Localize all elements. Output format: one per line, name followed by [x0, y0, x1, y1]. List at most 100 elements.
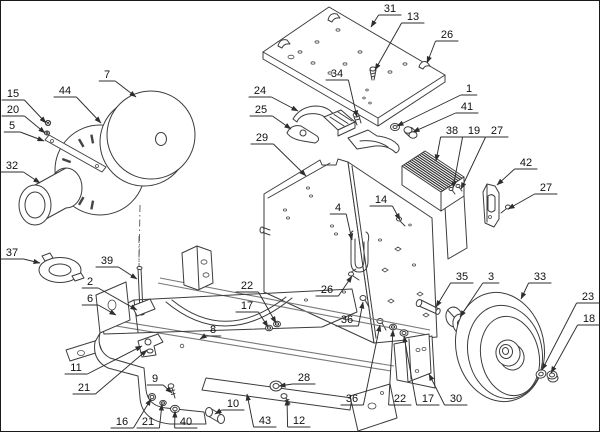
- callout-32: 32: [0, 160, 41, 184]
- strap-screws: [43, 119, 52, 136]
- callout-22: 22: [235, 280, 277, 324]
- rear-bracket: [181, 245, 214, 291]
- callout-label: 22: [241, 280, 253, 292]
- callout-label: 35: [456, 271, 468, 283]
- mount-ring: [38, 252, 85, 283]
- callout-label: 16: [116, 416, 128, 428]
- callout-40: 40: [172, 410, 198, 429]
- washer-1: [390, 123, 400, 131]
- latch-assembly: [286, 105, 418, 154]
- callout-12: 12: [284, 398, 311, 428]
- side-stud: [259, 226, 271, 236]
- callout-36: 36: [335, 301, 365, 327]
- callout-label: 41: [461, 101, 473, 113]
- callout-label: 1: [466, 83, 472, 95]
- callout-17: 17: [235, 300, 269, 328]
- callout-30: 30: [428, 373, 468, 406]
- callout-28: 28: [278, 372, 316, 388]
- callout-label: 6: [87, 293, 93, 305]
- callout-1: 1: [396, 83, 478, 127]
- callout-20: 20: [1, 104, 46, 134]
- callout-4: 4: [329, 202, 354, 241]
- plate-screw: [362, 66, 377, 105]
- callout-36: 36: [340, 324, 382, 406]
- callout-label: 28: [298, 372, 310, 384]
- callout-label: 24: [254, 85, 266, 97]
- callout-3: 3: [459, 271, 500, 318]
- callout-label: 18: [583, 313, 595, 325]
- callout-label: 37: [6, 247, 18, 259]
- callout-label: 10: [227, 398, 239, 410]
- callout-26: 26: [315, 275, 353, 297]
- callout-label: 33: [534, 271, 546, 283]
- callout-label: 20: [7, 104, 19, 116]
- callout-43: 43: [245, 393, 277, 428]
- callout-label: 12: [293, 415, 305, 427]
- callout-22: 22: [388, 329, 412, 406]
- callout-39: 39: [95, 255, 138, 280]
- callout-label: 5: [9, 120, 15, 132]
- callout-15: 15: [1, 88, 47, 124]
- callout-5: 5: [3, 120, 45, 142]
- flywheel: [99, 90, 196, 187]
- callout-label: 7: [104, 69, 110, 81]
- callout-25: 25: [249, 104, 292, 130]
- callout-34: 34: [325, 68, 359, 118]
- callout-label: 36: [341, 314, 353, 326]
- callout-2: 2: [81, 276, 138, 311]
- callout-label: 30: [450, 393, 462, 405]
- callout-label: 9: [152, 373, 158, 385]
- callout-14: 14: [369, 194, 401, 221]
- callout-label: 36: [346, 393, 358, 405]
- callout-label: 13: [407, 11, 419, 23]
- callout-label: 3: [488, 271, 494, 283]
- callout-17: 17: [402, 335, 440, 406]
- callout-label: 43: [259, 415, 271, 427]
- box-clip: [348, 268, 360, 281]
- callout-8: 8: [199, 324, 222, 340]
- heat-sink: [401, 150, 465, 212]
- callout-29: 29: [250, 132, 307, 177]
- callout-label: 8: [210, 324, 216, 336]
- wheel-hub: [495, 339, 525, 371]
- callout-7: 7: [98, 69, 137, 98]
- callout-label: 44: [59, 85, 71, 97]
- callout-9: 9: [146, 373, 173, 394]
- callout-38: 38: [434, 125, 464, 162]
- callout-13: 13: [374, 11, 425, 71]
- axle-nut: [546, 370, 559, 383]
- callout-label: 27: [491, 125, 503, 137]
- callout-label: 19: [468, 125, 480, 137]
- front-housing: [18, 167, 83, 226]
- callout-label: 40: [180, 416, 192, 428]
- callout-label: 26: [441, 29, 453, 41]
- callout-label: 22: [394, 393, 406, 405]
- callout-42: 42: [496, 157, 538, 186]
- callout-18: 18: [550, 313, 600, 374]
- callout-37: 37: [0, 247, 41, 265]
- callout-24: 24: [248, 85, 299, 112]
- callout-label: 32: [6, 160, 18, 172]
- rail-washers: [265, 320, 281, 332]
- callout-31: 31: [370, 3, 402, 28]
- callout-11: 11: [64, 345, 143, 375]
- callout-10: 10: [214, 398, 245, 415]
- mount-strap: [44, 134, 107, 173]
- callout-label: 21: [78, 382, 90, 394]
- mount-plate: [404, 333, 432, 383]
- generator-assembly: [18, 90, 196, 267]
- chassis-frame: [65, 245, 436, 432]
- axle-bolt: [415, 299, 441, 315]
- callout-label: 38: [446, 125, 458, 137]
- callout-label: 27: [540, 182, 552, 194]
- plate-clip: [277, 13, 431, 70]
- callout-21: 21: [72, 349, 148, 395]
- callout-label: 26: [321, 284, 333, 296]
- callout-35: 35: [435, 271, 474, 308]
- callout-21: 21: [136, 403, 164, 429]
- callout-label: 31: [384, 3, 396, 15]
- callout-33: 33: [520, 271, 552, 300]
- callout-label: 25: [255, 104, 267, 116]
- callout-41: 41: [412, 101, 479, 133]
- callout-label: 15: [7, 88, 19, 100]
